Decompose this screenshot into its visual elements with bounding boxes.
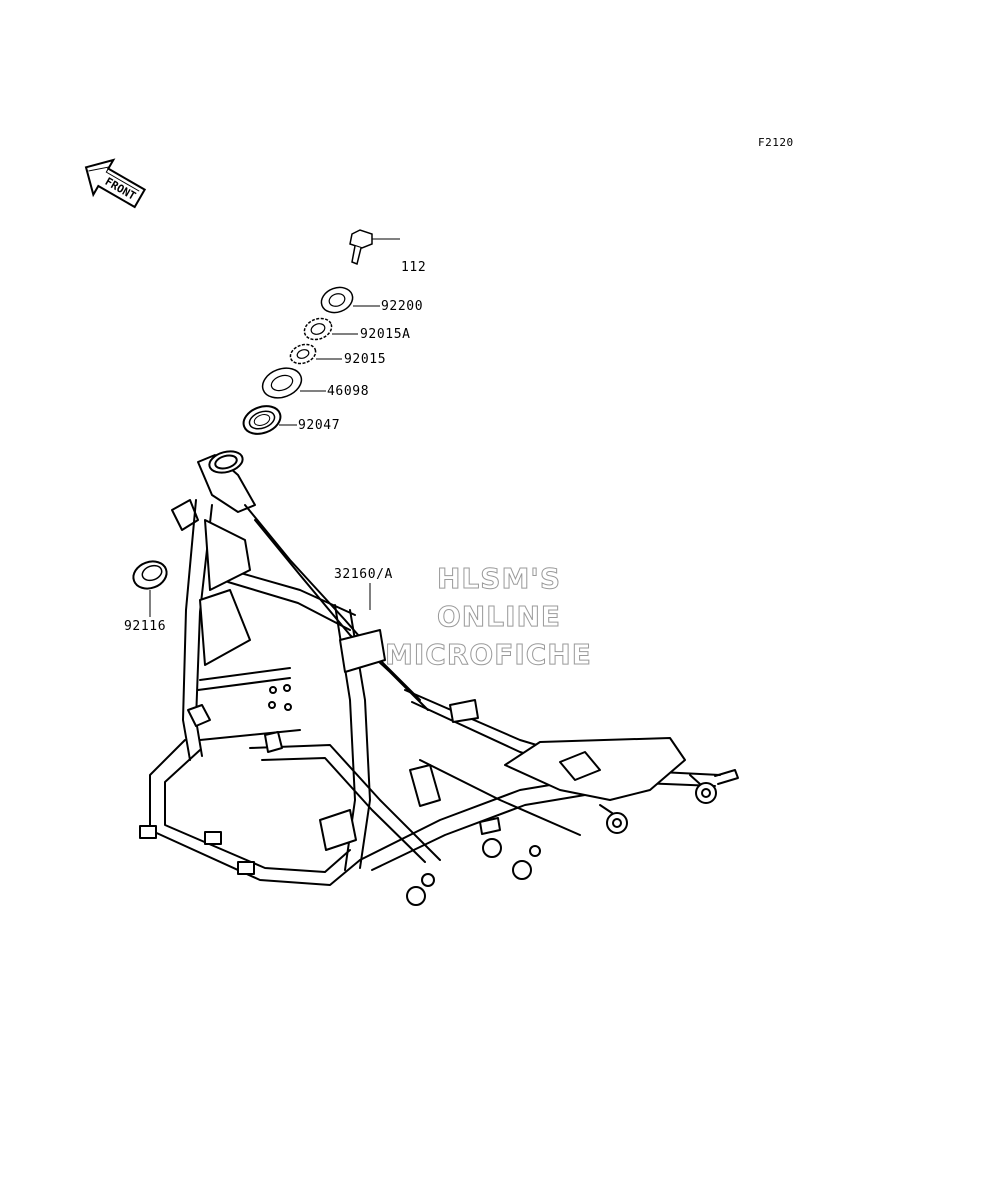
bearing-lower-icon: [132, 560, 168, 617]
part-number-32160a[interactable]: 32160/A: [334, 567, 393, 582]
part-number-92116[interactable]: 92116: [124, 619, 167, 634]
watermark-line-2: ONLINE: [436, 600, 562, 634]
bolt-icon: [349, 229, 400, 266]
front-direction-arrow-icon: FRONT: [84, 158, 147, 209]
washer-icon: [320, 286, 380, 314]
bearing-icon: [242, 405, 297, 435]
figure-code: F2120: [758, 136, 794, 149]
part-number-92200[interactable]: 92200: [381, 299, 424, 314]
part-number-92047[interactable]: 92047: [298, 418, 341, 433]
part-number-92015[interactable]: 92015: [344, 352, 387, 367]
nut-icon: [289, 343, 342, 365]
part-number-112[interactable]: 112: [401, 260, 427, 275]
watermark-line-3: MICROFICHE: [385, 638, 592, 672]
part-number-92015a[interactable]: 92015A: [360, 327, 411, 342]
dust-seal-icon: [261, 367, 326, 399]
frame-icon: [139, 450, 739, 906]
lock-nut-icon: [303, 317, 358, 341]
watermark-line-1: HLSM'S: [436, 562, 562, 596]
part-number-46098[interactable]: 46098: [327, 384, 370, 399]
